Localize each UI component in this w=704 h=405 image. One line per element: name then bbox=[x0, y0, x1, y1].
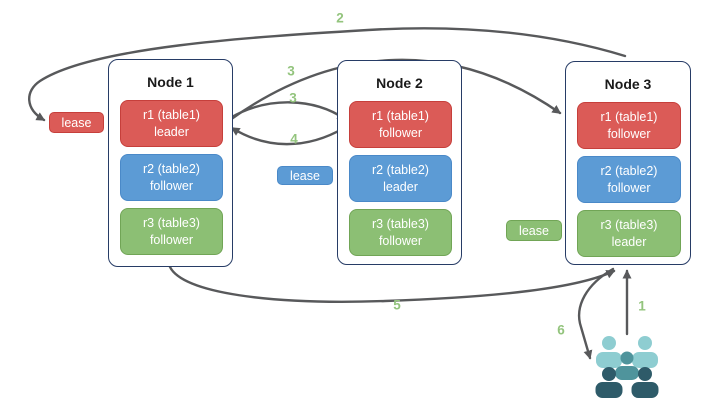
replica-name: r1 (table1) bbox=[372, 109, 429, 124]
person-body bbox=[595, 382, 623, 398]
lease-badge-blue: lease bbox=[277, 166, 333, 185]
person-body bbox=[631, 382, 659, 398]
node-2-replica-r2: r2 (table2)leader bbox=[349, 155, 452, 202]
arrow-4-node2-r1-to-node1-r1 bbox=[230, 126, 346, 146]
replica-role: follower bbox=[607, 180, 651, 195]
replica-role: leader bbox=[154, 124, 189, 139]
replica-name: r2 (table2) bbox=[600, 164, 658, 179]
node-title: Node 3 bbox=[604, 76, 652, 92]
node-title: Node 1 bbox=[147, 74, 194, 90]
lease-badge-green: lease bbox=[506, 220, 562, 241]
step-number-2: 2 bbox=[336, 10, 344, 26]
step-number-3: 3 bbox=[287, 63, 295, 79]
node-3-replica-r2: r2 (table2)follower bbox=[577, 156, 681, 203]
replica-role: leader bbox=[611, 234, 647, 249]
replica-role: leader bbox=[383, 179, 418, 194]
arrow-6-node3-bottom-to-users bbox=[578, 267, 615, 360]
lease-badge-red: lease bbox=[49, 112, 104, 133]
replica-name: r3 (table3) bbox=[372, 217, 429, 232]
replica-name: r3 (table3) bbox=[143, 216, 200, 231]
replica-role: follower bbox=[378, 233, 423, 248]
person-head bbox=[638, 336, 652, 350]
step-number-1: 1 bbox=[638, 298, 646, 314]
person-head bbox=[602, 367, 616, 381]
node-1-replica-r2: r2 (table2)follower bbox=[120, 154, 223, 201]
replica-role: follower bbox=[149, 178, 194, 193]
arrow-5-node1-bottom-to-node3-bottom bbox=[168, 265, 616, 303]
person-head bbox=[602, 336, 616, 350]
replica-name: r2 (table2) bbox=[372, 163, 429, 178]
step-number-5: 5 bbox=[393, 297, 401, 313]
node-2-replica-r1: r1 (table1)follower bbox=[349, 101, 452, 148]
replica-name: r1 (table1) bbox=[143, 108, 200, 123]
person-body bbox=[615, 366, 639, 380]
person-head bbox=[620, 351, 634, 365]
person-head bbox=[638, 367, 652, 381]
node-title: Node 2 bbox=[376, 75, 423, 91]
step-number-4: 4 bbox=[290, 131, 298, 147]
lease-label: lease bbox=[290, 168, 320, 183]
replica-name: r2 (table2) bbox=[143, 162, 200, 177]
person-body bbox=[596, 352, 622, 368]
node-3-replica-r3: r3 (table3)leader bbox=[577, 210, 681, 257]
step-number-6: 6 bbox=[557, 322, 565, 338]
replica-name: r1 (table1) bbox=[600, 110, 658, 125]
replica-role: follower bbox=[378, 125, 423, 140]
users-icon bbox=[595, 336, 659, 398]
lease-label: lease bbox=[519, 223, 549, 238]
node-1-replica-r3: r3 (table3)follower bbox=[120, 208, 223, 255]
arrow-2-node3-top-to-lease-red bbox=[28, 27, 627, 122]
replica-role: follower bbox=[607, 126, 651, 141]
node-3-replica-r1: r1 (table1)follower bbox=[577, 102, 681, 149]
arrow-3-node1-r1-to-node2-r1 bbox=[228, 101, 347, 121]
replica-role: follower bbox=[149, 232, 194, 247]
step-number-3: 3 bbox=[289, 90, 297, 106]
node-2-replica-r3: r3 (table3)follower bbox=[349, 209, 452, 256]
replica-name: r3 (table3) bbox=[600, 218, 658, 233]
node-1-replica-r1: r1 (table1)leader bbox=[120, 100, 223, 147]
person-body bbox=[632, 352, 658, 368]
lease-label: lease bbox=[61, 115, 92, 130]
